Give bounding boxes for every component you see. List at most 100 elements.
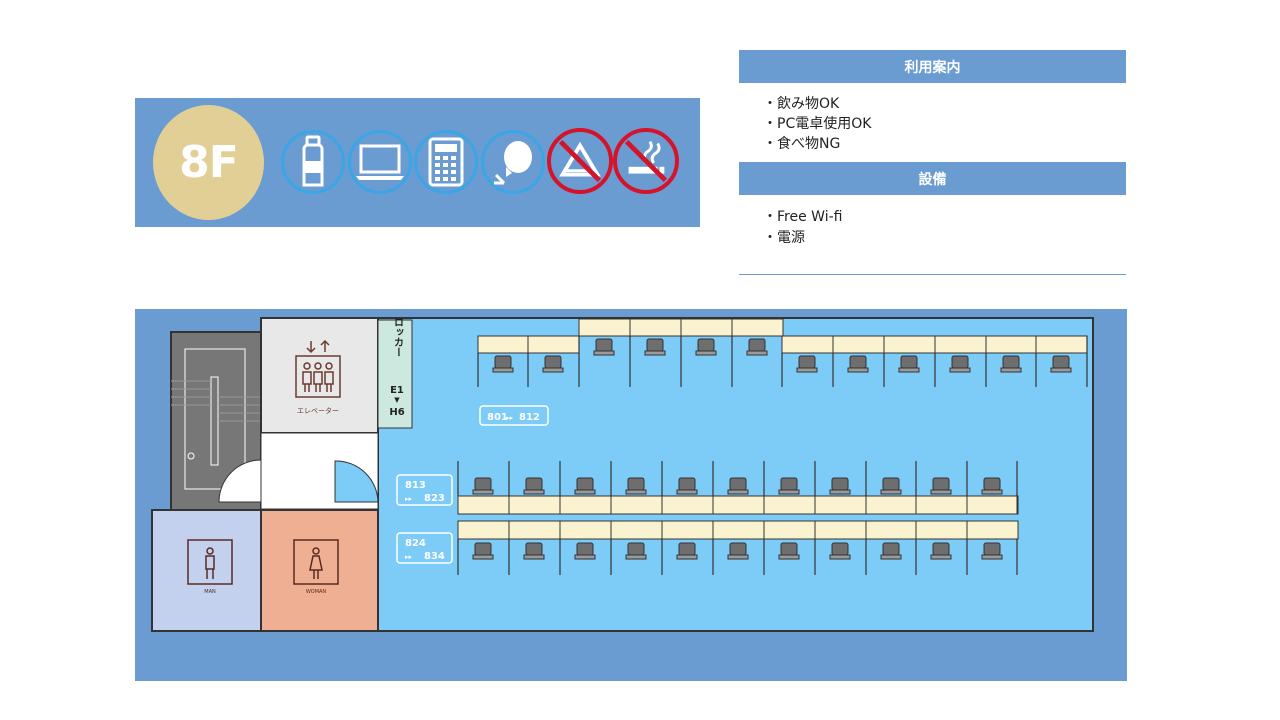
- desk: [712, 495, 765, 515]
- woman-icon: [293, 539, 339, 585]
- chair-icon: [847, 355, 869, 373]
- chair-icon: [472, 542, 494, 560]
- chair-icon: [796, 355, 818, 373]
- seat-range-813-823-from: 813: [405, 480, 426, 491]
- facility-item-wifi: ・Free Wi-fi: [763, 209, 843, 225]
- woman-label: WOMAN: [306, 589, 327, 595]
- chair-icon: [574, 542, 596, 560]
- chair-icon: [695, 338, 717, 356]
- chair-icon: [676, 477, 698, 495]
- elevator-room: [260, 317, 379, 434]
- usage-item-pc: ・PC電卓使用OK: [763, 116, 872, 132]
- chair-icon: [880, 542, 902, 560]
- chair-icon: [523, 477, 545, 495]
- chair-icon: [523, 542, 545, 560]
- chair-icon: [778, 477, 800, 495]
- floor-badge: 8F: [153, 105, 264, 220]
- desk: [508, 495, 561, 515]
- desk: [915, 495, 968, 515]
- chair-icon: [593, 338, 615, 356]
- desk: [457, 520, 510, 540]
- chair-icon: [829, 477, 851, 495]
- usage-item-food: ・食べ物NG: [763, 136, 841, 152]
- desk: [1035, 335, 1088, 354]
- info-divider: [739, 274, 1126, 275]
- desk: [477, 335, 530, 354]
- desk: [865, 520, 918, 540]
- desk: [781, 335, 834, 354]
- locker-range-start: E1: [390, 385, 404, 396]
- stairs: [170, 331, 262, 511]
- chair-icon: [625, 542, 647, 560]
- desk: [883, 335, 936, 354]
- floor-map: エレベーター ロッカー E1 ▼ H6 MAN WOMAN 801 ▸▸ 812…: [151, 317, 1094, 632]
- chair-icon: [492, 355, 514, 373]
- chair-icon: [676, 542, 698, 560]
- desk: [559, 495, 612, 515]
- chair-icon: [542, 355, 564, 373]
- chair-icon: [644, 338, 666, 356]
- desk: [814, 520, 867, 540]
- desk: [731, 318, 784, 337]
- desk: [508, 520, 561, 540]
- usage-item-drinks: ・飲み物OK: [763, 96, 840, 112]
- desk: [610, 495, 663, 515]
- talking-icon: [481, 130, 545, 194]
- seat-range-801-812-from: 801: [487, 412, 508, 423]
- usage-guide-header: 利用案内: [739, 50, 1126, 83]
- door-swing: [334, 460, 379, 503]
- chair-icon: [880, 477, 902, 495]
- seat-range-801-812-to: 812: [519, 412, 540, 423]
- desk: [457, 495, 510, 515]
- seat-range-801-812-arrows: ▸▸: [506, 414, 514, 422]
- elevator-label: エレベーター: [297, 406, 339, 415]
- chair-icon: [746, 338, 768, 356]
- chair-icon: [930, 477, 952, 495]
- desk: [966, 520, 1019, 540]
- desk: [527, 335, 580, 354]
- seat-range-824-834: [396, 532, 453, 564]
- seat-range-801-812: [479, 405, 549, 426]
- desk: [865, 495, 918, 515]
- seat-range-813-823-arrows: ▸▸: [405, 495, 413, 503]
- chair-icon: [898, 355, 920, 373]
- man-label: MAN: [204, 589, 216, 595]
- chair-icon: [949, 355, 971, 373]
- no-food-icon: [547, 128, 613, 194]
- desk: [763, 520, 816, 540]
- chair-icon: [1000, 355, 1022, 373]
- locker-range-end: H6: [389, 407, 404, 418]
- chair-icon: [981, 477, 1003, 495]
- desk: [985, 335, 1038, 354]
- desk: [661, 495, 714, 515]
- desk: [915, 520, 968, 540]
- seat-range-813-823-to: 823: [424, 493, 445, 504]
- desk: [763, 495, 816, 515]
- chair-icon: [981, 542, 1003, 560]
- facility-item-power: ・電源: [763, 230, 805, 246]
- chair-icon: [727, 477, 749, 495]
- desk: [680, 318, 733, 337]
- chair-icon: [829, 542, 851, 560]
- seat-range-824-834-from: 824: [405, 538, 426, 549]
- desk: [814, 495, 867, 515]
- laptop-icon: [348, 130, 412, 194]
- chair-icon: [1050, 355, 1072, 373]
- desk: [610, 520, 663, 540]
- chair-icon: [930, 542, 952, 560]
- chair-icon: [778, 542, 800, 560]
- desk: [629, 318, 682, 337]
- seat-range-824-834-arrows: ▸▸: [405, 553, 413, 561]
- desk: [832, 335, 885, 354]
- desk: [934, 335, 987, 354]
- desk-layout: [457, 318, 1088, 575]
- seat-range-824-834-to: 834: [424, 551, 445, 562]
- locker-area: [377, 319, 413, 429]
- man-icon: [187, 539, 233, 585]
- no-smoking-icon: [613, 128, 679, 194]
- elevator-icon: [295, 339, 341, 398]
- chair-icon: [472, 477, 494, 495]
- locker-range-arrow: ▼: [394, 396, 400, 404]
- desk: [578, 318, 631, 337]
- seat-range-813-823: [396, 474, 453, 506]
